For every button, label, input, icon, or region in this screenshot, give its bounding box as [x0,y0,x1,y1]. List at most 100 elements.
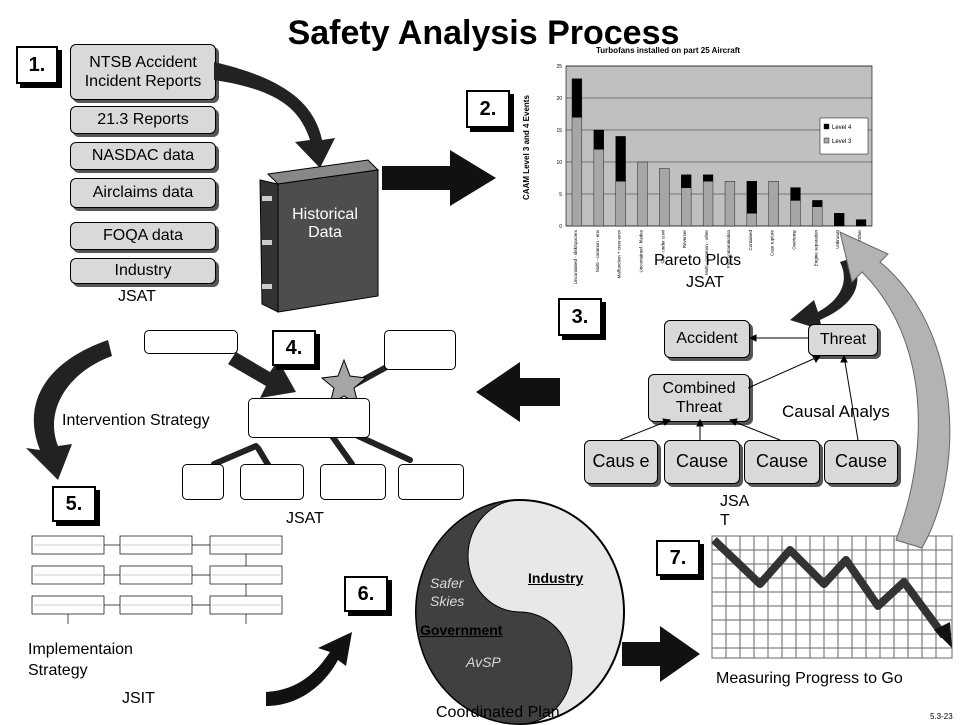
chart-bar-level4 [615,136,626,182]
feedback-arrow [839,231,951,549]
strategy-box-top-left [144,330,238,354]
chart-bar-level3 [724,180,736,227]
star-icon [320,358,368,406]
chart-bar-level4 [855,219,867,227]
chart-bar-level4 [702,174,714,182]
cause-box-2: Cause [664,440,740,484]
threat-box: Threat [808,324,878,356]
strategy-box-center [248,398,370,438]
chart-category-label: Malfunction + crew error [617,230,622,279]
arrow-to-pareto [382,150,496,206]
chart-category-label: Engine separation [813,230,818,267]
arrow-to-measure [622,626,700,682]
causal-analysis-label: Causal Analys [782,402,890,421]
causal-caption: JSA T [720,493,749,530]
curved-arrow-intervention-implementation [26,340,112,480]
measuring-progress-label: Measuring Progress to Go [716,670,903,687]
intervention-strategy-label: Intervention Strategy [62,412,210,429]
chart-category-label: Overtemp [792,230,797,250]
chart-legend-swatch [823,137,830,144]
binder-icon [259,159,380,313]
progress-trend-line [711,537,948,639]
government-label: Government [420,622,503,638]
step-6-badge: 6. [344,576,388,612]
strategy-box-bottom-3 [320,464,386,500]
progress-arrowhead [934,622,952,648]
sources-caption: JSAT [118,288,156,305]
chart-ytick-label: 25 [556,64,562,70]
chart-category-label: Case rupture [770,230,775,257]
source-industry: Industry [70,258,216,284]
chart-bar-level3 [659,168,670,227]
historical-data-label: Historical Data [292,206,358,241]
chart-bar-level4 [834,212,845,227]
yin-yang-icon [415,499,625,725]
chart-category-label: Fire - under cowl [660,230,665,264]
chart-ytick-label: 15 [556,128,562,134]
source-foqa: FOQA data [70,222,216,250]
chart-bar-level3 [768,180,779,227]
chart-category-label: Contained [748,230,753,251]
chart-category-label: Multi - common - other [704,230,709,276]
chart-category-label: Multi - common - env [595,229,600,272]
implementation-caption: JSIT [122,690,155,707]
chart-category-label: Reverser [682,230,687,249]
chart-title: Turbofans installed on part 25 Aircraft [596,46,741,55]
source-21-3-reports: 21.3 Reports [70,106,216,134]
pareto-caption: JSAT [686,274,724,291]
strategy-box-bottom-1 [182,464,224,500]
strategy-box-bottom-4 [398,464,464,500]
chart-bar-level4 [812,200,823,207]
intervention-caption: JSAT [286,510,324,527]
chart-bar-level3 [637,161,648,227]
cause-box-3: Cause [744,440,820,484]
chart-ytick-label: 10 [556,160,562,166]
chart-bar-level4 [746,180,757,214]
page-title: Safety Analysis Process [287,14,680,52]
step-3-badge: 3. [558,298,602,336]
implementation-strategy-label: Implementaion Strategy [28,641,133,679]
arrow-to-intervention [476,362,560,422]
combined-threat-box: Combined Threat [648,374,750,422]
chart-category-label: Fuel contamination [726,230,731,269]
step-7-badge: 7. [656,540,700,576]
strategy-box-bottom-2 [240,464,304,500]
chart-bar-level4 [571,78,583,118]
chart-bar-level4 [593,129,604,150]
step-4-badge: 4. [272,330,316,366]
chart-legend-label: Level 4 [832,125,852,131]
chart-legend-label: Level 3 [832,139,852,145]
curved-arrow-pareto-causal [790,258,858,330]
step-2-badge: 2. [466,90,510,128]
safer-skies-label: Safer Skies [430,575,465,610]
avsp-label: AvSP [466,654,501,670]
accident-box: Accident [664,320,750,358]
chart-category-label: Unknown [835,230,840,249]
coordinated-plan-label: Coordinated Plan [436,704,560,721]
step-1-badge: 1. [16,46,58,84]
cause-box-1: Caus e [584,440,658,484]
chart-category-label: Uncontained - disk/spacers [573,229,578,284]
source-airclaims: Airclaims data [70,178,216,208]
chart-ytick-label: 5 [559,192,562,198]
cause-box-4: Cause [824,440,898,484]
chart-ytick-label: 20 [556,96,562,102]
chart-bar-level4 [681,174,692,188]
industry-label: Industry [528,570,584,586]
pareto-plots-label: Pareto Plots [654,252,742,269]
curved-arrow-implementation-plan [266,632,352,706]
chart-bar-level4 [790,187,801,201]
strategy-box-top-right [384,330,456,370]
curved-arrow-sources [214,62,335,168]
chart-category-label: Other [857,230,862,242]
source-nasdac: NASDAC data [70,142,216,170]
chart-ytick-label: 0 [559,224,562,230]
step-5-badge: 5. [52,486,96,522]
chart-legend-swatch [823,123,830,130]
page-number: 5.3-23 [930,712,953,721]
chart-category-label: Uncontained - blades [639,229,644,272]
